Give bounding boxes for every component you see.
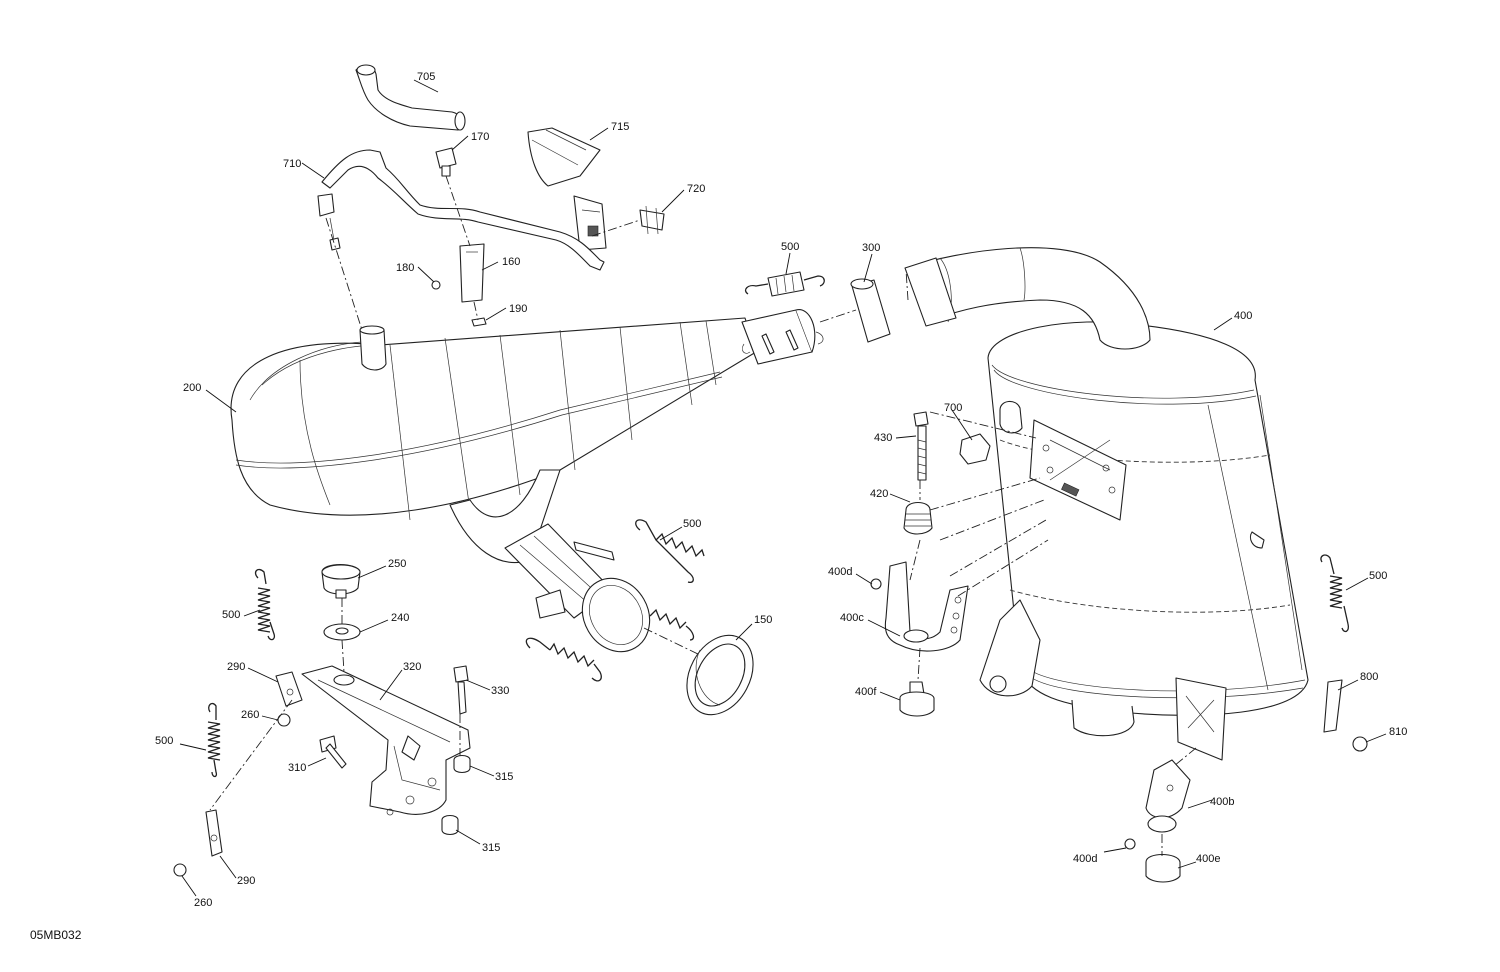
callout-400b: 400b [1210, 796, 1234, 808]
callout-400d-lower: 400d [1073, 853, 1097, 865]
washer-240 [323, 623, 361, 641]
callout-190: 190 [509, 303, 527, 315]
callout-400d-upper: 400d [828, 566, 852, 578]
muffler-bracket-400c [884, 561, 969, 652]
mount-400f [899, 681, 935, 717]
spring-500-lower-left [207, 702, 221, 778]
nut-315-upper [453, 754, 471, 774]
nut-400d-upper [870, 578, 882, 590]
bolt-310 [319, 735, 347, 769]
callout-315-upper: 315 [495, 771, 513, 783]
screw-810 [1352, 736, 1368, 752]
callout-400f: 400f [855, 686, 877, 698]
spring-washer-420 [903, 501, 933, 535]
nut-700 [959, 433, 991, 465]
spring-500-mid [635, 519, 705, 584]
spring-500-sleeve-a [649, 608, 695, 641]
callout-500-left: 500 [222, 609, 240, 621]
callout-500-top: 500 [781, 241, 799, 253]
hose-705 [355, 64, 466, 131]
support-bracket-320 [301, 665, 471, 816]
callout-500-lower-left: 500 [155, 735, 173, 747]
callout-290-lower: 290 [237, 875, 255, 887]
callout-720: 720 [687, 183, 705, 195]
mount-400e [1145, 853, 1181, 883]
drawing-reference-code: 05MB032 [30, 928, 82, 942]
callout-710: 710 [283, 158, 301, 170]
nut-400d-lower [1124, 838, 1136, 850]
callout-170: 170 [471, 131, 489, 143]
heat-shield [527, 127, 607, 251]
bolt-330 [453, 665, 469, 715]
callout-500-right: 500 [1369, 570, 1387, 582]
leader-lines [179, 79, 1387, 897]
gasket-300 [850, 278, 891, 343]
sealing-ring-150 [686, 634, 754, 716]
callout-800: 800 [1360, 671, 1378, 683]
callout-500-mid: 500 [683, 518, 701, 530]
spring-500-left [254, 568, 276, 641]
callout-420: 420 [870, 488, 888, 500]
callout-400c: 400c [840, 612, 864, 624]
strap-800 [1323, 679, 1343, 733]
expansion-chamber-pipe [230, 309, 824, 653]
callout-250: 250 [388, 558, 406, 570]
sensor-170-bracket-160 [431, 147, 665, 327]
part-callouts: 705 170 715 710 720 160 180 190 500 300 … [155, 71, 1407, 909]
spring-500-sleeve-b [525, 637, 602, 682]
bumper-250 [321, 563, 361, 599]
callout-810: 810 [1389, 726, 1407, 738]
clip-290-lower [205, 809, 223, 857]
callout-400e: 400e [1196, 853, 1220, 865]
callout-200: 200 [183, 382, 201, 394]
callout-150: 150 [754, 614, 772, 626]
callout-160: 160 [502, 256, 520, 268]
assembly-center-lines [209, 175, 1197, 856]
callout-705: 705 [417, 71, 435, 83]
callout-400: 400 [1234, 310, 1252, 322]
callout-700: 700 [944, 402, 962, 414]
callout-310: 310 [288, 762, 306, 774]
callout-240: 240 [391, 612, 409, 624]
callout-715: 715 [611, 121, 629, 133]
callout-430: 430 [874, 432, 892, 444]
callout-290-upper: 290 [227, 661, 245, 673]
callout-180: 180 [396, 262, 414, 274]
clip-290-upper [275, 671, 303, 707]
nut-315-lower [441, 814, 459, 836]
muffler [904, 247, 1309, 761]
callout-330: 330 [491, 685, 509, 697]
bracket-400b [1145, 759, 1191, 833]
callout-300: 300 [862, 242, 880, 254]
nut-260-lower [173, 863, 187, 877]
callout-315-lower: 315 [482, 842, 500, 854]
sensor-tube-710 [317, 149, 605, 271]
spring-500-top [744, 271, 825, 297]
callout-260-lower: 260 [194, 897, 212, 909]
callout-260-upper: 260 [241, 709, 259, 721]
callout-320: 320 [403, 661, 421, 673]
spring-500-right [1320, 554, 1350, 633]
bolt-430 [913, 411, 929, 481]
